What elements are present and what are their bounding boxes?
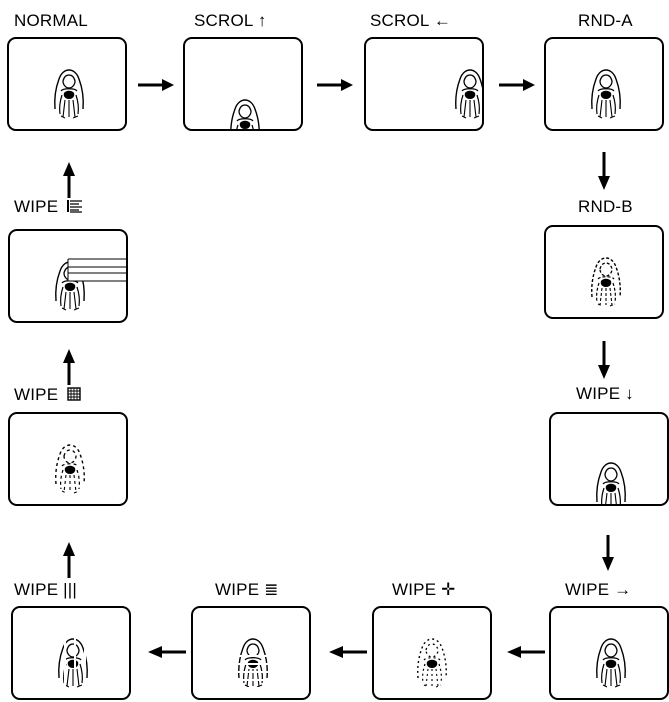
woman-figure-icon xyxy=(593,638,629,688)
grid-wipe-icon xyxy=(67,387,81,401)
label-scrol-up: SCROL ↑ xyxy=(194,11,267,31)
label-wipe-grid: WIPE xyxy=(14,385,81,405)
screen-rnd-a xyxy=(544,37,664,131)
label-normal: NORMAL xyxy=(14,11,88,31)
screen-wipe-down xyxy=(549,412,669,506)
label-wipe-down: WIPE ↓ xyxy=(576,384,634,404)
arrow-up-3 xyxy=(62,160,76,200)
label-scrol-left: SCROL ← xyxy=(370,11,451,31)
arrow-down-1 xyxy=(597,150,611,192)
label-wipe-right: WIPE → xyxy=(565,580,631,600)
arrow-down-2 xyxy=(597,339,611,381)
arrow-right-1 xyxy=(136,78,176,92)
screen-wipe-cross xyxy=(372,606,492,700)
screen-scrol-up xyxy=(183,37,303,131)
screen-rnd-b xyxy=(544,225,664,319)
vline-mask xyxy=(13,608,131,700)
woman-figure-icon xyxy=(52,444,88,494)
arrow-left-1 xyxy=(505,645,547,659)
hline-mask xyxy=(193,608,311,700)
screen-wipe-vlines xyxy=(11,606,131,700)
arrow-up-1 xyxy=(62,540,76,580)
label-wipe-vlines: WIPE ||| xyxy=(14,580,77,600)
screen-normal xyxy=(7,37,127,131)
arrow-right-3 xyxy=(497,78,537,92)
label-wipe-hlines: WIPE ≣ xyxy=(215,580,279,600)
label-wipe-cross: WIPE ✛ xyxy=(392,580,456,600)
label-rnd-b: RND-B xyxy=(578,197,633,217)
woman-figure-icon xyxy=(588,69,624,119)
screen-scrol-left xyxy=(364,37,484,131)
arrow-left-3 xyxy=(146,645,188,659)
screen-wipe-hlines xyxy=(191,606,311,700)
screen-wipe-grid xyxy=(8,412,128,506)
arrow-down-3 xyxy=(601,533,615,573)
woman-figure-icon xyxy=(452,69,484,119)
bars-wipe-icon xyxy=(67,199,83,213)
arrow-up-2 xyxy=(62,347,76,387)
bars-overlay xyxy=(10,231,128,323)
screen-wipe-bars xyxy=(8,229,128,323)
label-wipe-bars: WIPE xyxy=(14,197,83,217)
woman-figure-icon xyxy=(414,638,450,688)
woman-figure-icon xyxy=(593,462,629,506)
woman-figure-icon xyxy=(51,69,87,119)
woman-figure-icon xyxy=(588,257,624,307)
arrow-left-2 xyxy=(327,645,369,659)
screen-wipe-right xyxy=(549,606,669,700)
woman-figure-icon xyxy=(227,99,263,131)
label-rnd-a: RND-A xyxy=(578,11,633,31)
arrow-right-2 xyxy=(315,78,355,92)
